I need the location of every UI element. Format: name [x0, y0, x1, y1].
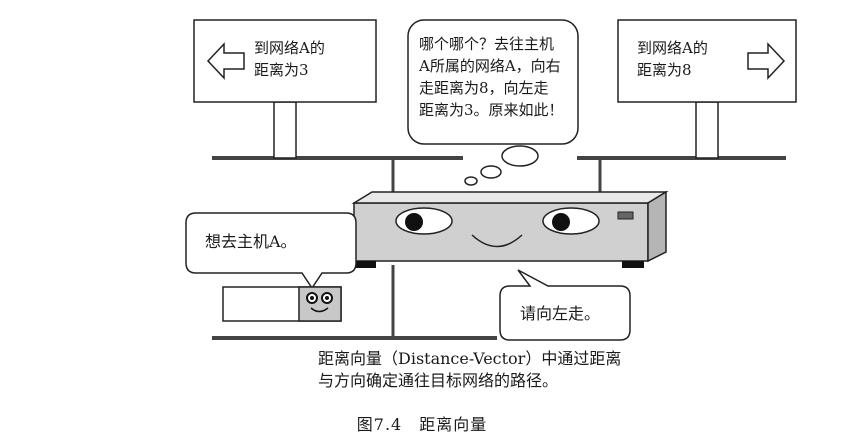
thought-line4: 距离为3。原来如此！ — [419, 101, 564, 119]
figure-caption: 图7.4 距离向量 — [356, 415, 488, 434]
left-sign-line2: 距离为3 — [254, 61, 309, 79]
host-smile — [310, 307, 329, 313]
right-sign-line2: 距离为8 — [637, 61, 692, 79]
router-speech-text: 请向左走。 — [520, 304, 601, 323]
right-sign-line1: 到网络A的 — [637, 39, 708, 57]
thought-dot-small — [464, 176, 478, 186]
left-arrow-icon — [206, 42, 245, 80]
router-smile — [471, 234, 523, 248]
thought-dot-medium — [480, 165, 502, 179]
router-left-eye — [395, 207, 453, 235]
thought-dot-large — [501, 145, 539, 167]
left-sign-line1: 到网络A的 — [254, 39, 325, 57]
host-device — [222, 286, 342, 322]
host-speech-bubble — [185, 212, 357, 290]
signpost-right — [617, 19, 797, 159]
thought-line3: 走距离为8，向左走 — [419, 79, 549, 97]
thought-line2: A所属的网络A，向右 — [419, 57, 561, 75]
signpost-left — [193, 19, 377, 159]
router-device — [351, 190, 669, 268]
router-speech-bubble — [499, 269, 631, 341]
router-right-eye — [542, 207, 600, 235]
thought-line1: 哪个哪个？去往主机 — [419, 35, 555, 53]
thought-bubble — [407, 19, 579, 145]
host-speech-text: 想去主机A。 — [205, 232, 297, 251]
description-line1: 距离向量（Distance-Vector）中通过距离 — [318, 349, 622, 368]
right-arrow-icon — [747, 42, 786, 80]
description-line2: 与方向确定通往目标网络的路径。 — [318, 371, 559, 390]
router-indicator-light — [617, 211, 634, 220]
